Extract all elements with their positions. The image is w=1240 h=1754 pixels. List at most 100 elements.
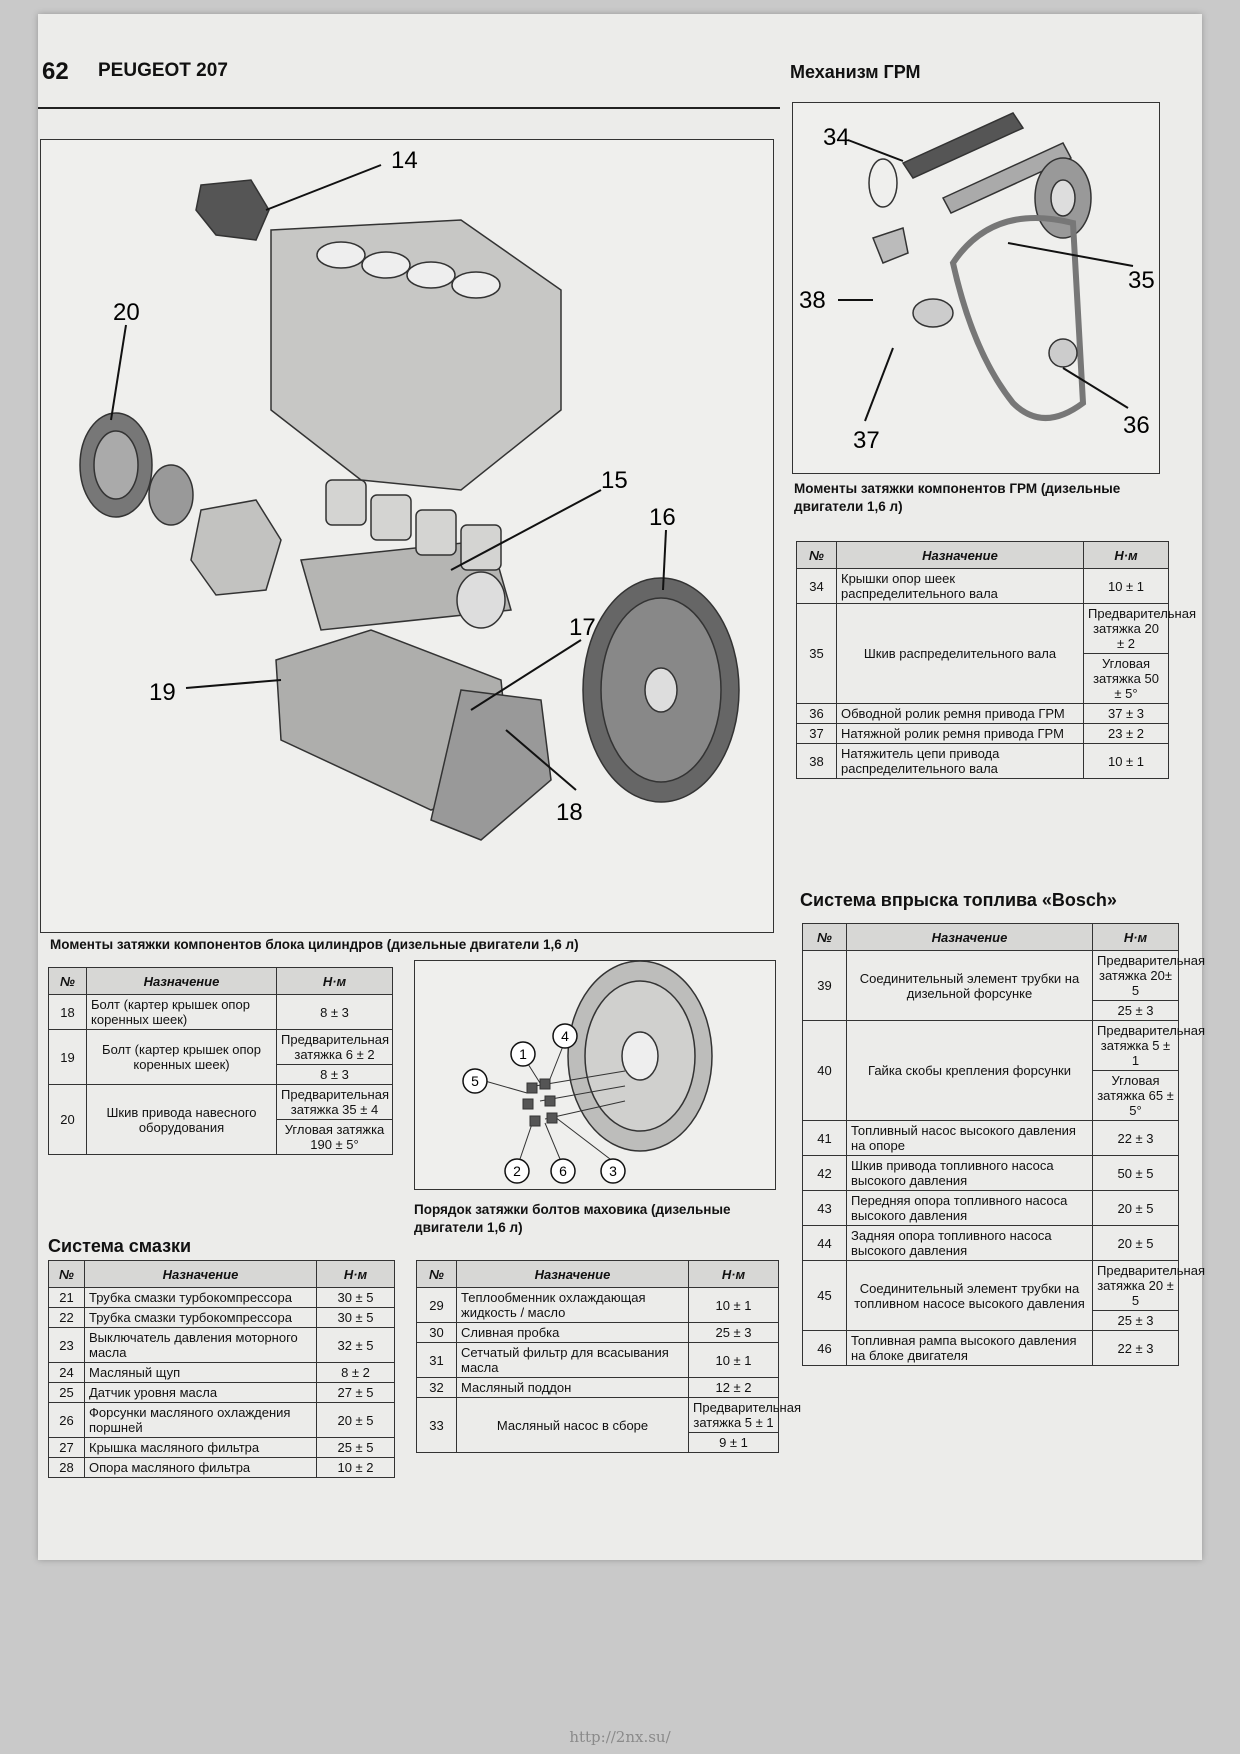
row-purpose: Гайка скобы крепления форсунки <box>846 1020 1093 1121</box>
row-number: 34 <box>796 568 837 604</box>
row-purpose: Масляный насос в сборе <box>456 1397 689 1453</box>
col-purpose: Назначение <box>456 1260 689 1288</box>
callout-37: 37 <box>853 427 880 454</box>
row-torque: 10 ± 1 <box>1083 743 1169 779</box>
header-rule <box>38 107 780 109</box>
row-purpose: Датчик уровня масла <box>84 1382 317 1403</box>
col-num: № <box>416 1260 457 1288</box>
col-nm: Н·м <box>276 967 393 995</box>
row-torque-stage2: 25 ± 3 <box>1092 1310 1179 1331</box>
row-number: 45 <box>802 1260 847 1331</box>
row-number: 19 <box>48 1029 87 1085</box>
callout-35: 35 <box>1128 267 1155 294</box>
row-torque: 8 ± 3 <box>276 994 393 1030</box>
callout-36: 36 <box>1123 412 1150 439</box>
bolt-order-4: 4 <box>561 1028 569 1044</box>
row-torque: Предварительная затяжка 35 ± 4 <box>276 1084 393 1120</box>
row-purpose: Шкив привода навесного оборудования <box>86 1084 277 1155</box>
callout-18: 18 <box>556 799 583 826</box>
flywheel-caption: Порядок затяжки болтов маховика (дизельн… <box>414 1202 731 1235</box>
flywheel-diagram: 1 2 3 4 5 6 <box>414 960 776 1190</box>
row-torque: 20 ± 5 <box>1092 1190 1179 1226</box>
row-purpose: Шкив распределительного вала <box>836 603 1084 704</box>
callout-17: 17 <box>569 614 596 641</box>
bolt-order-3: 3 <box>609 1163 617 1179</box>
row-number: 26 <box>48 1402 85 1438</box>
row-torque: Предварительная затяжка 5 ± 1 <box>1092 1020 1205 1071</box>
row-number: 27 <box>48 1437 85 1458</box>
row-purpose: Крышка масляного фильтра <box>84 1437 317 1458</box>
bolt-order-1: 1 <box>519 1046 527 1062</box>
callout-20: 20 <box>113 299 140 326</box>
table-row: 25 ± 3 <box>803 1310 1179 1331</box>
row-torque: Предварительная затяжка 20 ± 2 <box>1083 603 1196 654</box>
row-purpose: Передняя опора топливного насоса высоког… <box>846 1190 1093 1226</box>
row-purpose: Теплообменник охлаждающая жидкость / мас… <box>456 1287 689 1323</box>
col-nm: Н·м <box>688 1260 779 1288</box>
row-torque-stage2: Угловая затяжка 65 ± 5° <box>1092 1070 1179 1121</box>
row-number: 29 <box>416 1287 457 1323</box>
row-number: 31 <box>416 1342 457 1378</box>
callout-38: 38 <box>799 287 826 314</box>
timing-diagram: 34 35 38 36 37 <box>792 102 1160 474</box>
row-torque: 30 ± 5 <box>316 1287 395 1308</box>
bolt-order-6: 6 <box>559 1163 567 1179</box>
col-num: № <box>48 1260 85 1288</box>
row-purpose: Сетчатый фильтр для всасывания масла <box>456 1342 689 1378</box>
row-purpose: Опора масляного фильтра <box>84 1457 317 1478</box>
row-torque: 8 ± 2 <box>316 1362 395 1383</box>
table-row: Угловая затяжка 65 ± 5° <box>803 1070 1179 1121</box>
table-row: Угловая затяжка 190 ± 5° <box>49 1119 393 1155</box>
row-torque: 25 ± 5 <box>316 1437 395 1458</box>
row-torque-stage2: Угловая затяжка 50 ± 5° <box>1083 653 1169 704</box>
col-num: № <box>802 923 847 951</box>
row-purpose: Соединительный элемент трубки на дизельн… <box>846 950 1093 1021</box>
book-page: 62 PEUGEOT 207 Механизм ГРМ <box>38 14 1205 1560</box>
row-number: 37 <box>796 723 837 744</box>
row-torque: 30 ± 5 <box>316 1307 395 1328</box>
row-purpose: Болт (картер крышек опор коренных шеек) <box>86 994 277 1030</box>
col-num: № <box>48 967 87 995</box>
block-diagram-drawing: 14 20 15 16 17 19 18 <box>79 147 740 841</box>
flywheel-drawing: 1 2 3 4 5 6 <box>462 960 713 1184</box>
callout-15: 15 <box>601 467 628 494</box>
row-number: 44 <box>802 1225 847 1261</box>
col-purpose: Назначение <box>86 967 277 995</box>
row-torque: 10 ± 2 <box>316 1457 395 1478</box>
row-torque: 20 ± 5 <box>316 1402 395 1438</box>
row-torque: 23 ± 2 <box>1083 723 1169 744</box>
row-torque: 10 ± 1 <box>688 1342 779 1378</box>
row-purpose: Топливная рампа высокого давления на бло… <box>846 1330 1093 1366</box>
row-number: 39 <box>802 950 847 1021</box>
row-number: 24 <box>48 1362 85 1383</box>
brand-title: PEUGEOT 207 <box>98 60 228 81</box>
col-nm: Н·м <box>1083 541 1169 569</box>
page-number: 62 <box>42 58 69 85</box>
row-purpose: Трубка смазки турбокомпрессора <box>84 1307 317 1328</box>
row-purpose: Натяжной ролик ремня привода ГРМ <box>836 723 1084 744</box>
row-torque: 22 ± 3 <box>1092 1330 1179 1366</box>
